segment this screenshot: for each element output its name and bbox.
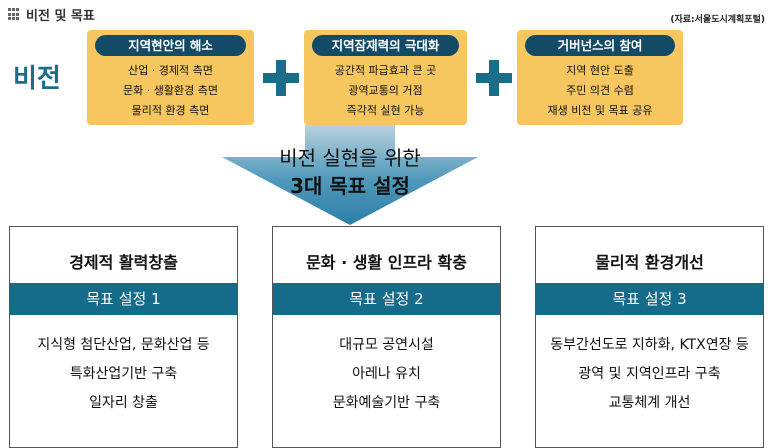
source-note: (자료:서울도시계획포털) [670,15,765,25]
goal-item: 광역 및 지역인프라 구축 [578,366,721,382]
card-line: 즉각적 실현 가능 [346,104,425,117]
arrow-text-line1: 비전 실현을 위한 [279,146,421,170]
goal-box-1: 경제적 활력창출 목표 설정 1 지식형 첨단산업, 문화산업 등 특화산업기반… [9,226,238,448]
goal-item: 동부간선도로 지하화, KTX연장 등 [550,337,749,353]
card-line: 공간적 파급효과 큰 곳 [334,64,437,77]
goal-item: 특화산업기반 구축 [69,366,178,382]
goal-item: 대규모 공연시설 [339,337,434,353]
section-header: 비전 및 목표 [8,5,95,24]
plus-icon [263,60,299,96]
goal-band: 목표 설정 2 [273,283,500,315]
goal-title: 문화 · 생활 인프라 확충 [306,253,467,272]
card-governance: 거버넌스의 참여 지역 현안 도출 주민 의견 수렴 재생 비전 및 목표 공유 [517,30,683,125]
card-title: 지역잠재력의 극대화 [312,35,459,56]
card-line: 광역교통의 거점 [348,84,423,97]
goal-item: 문화예술기반 구축 [332,395,441,411]
card-line: 산업 · 경제적 측면 [128,64,213,77]
goal-item: 일자리 창출 [89,395,158,411]
goal-band: 목표 설정 3 [536,283,763,315]
card-line: 재생 비전 및 목표 공유 [547,104,653,117]
card-line: 문화 · 생활환경 측면 [123,84,218,97]
goal-item: 지식형 첨단산업, 문화산업 등 [37,337,210,353]
down-arrow-icon [222,125,478,225]
goal-band: 목표 설정 1 [10,283,237,315]
arrow-text-line2: 3대 목표 설정 [290,174,410,198]
grid-dots-icon [8,8,21,21]
card-line: 지역 현안 도출 [566,64,634,77]
card-local-issues: 지역현안의 해소 산업 · 경제적 측면 문화 · 생활환경 측면 물리적 환경… [87,30,254,125]
card-title: 거버넌스의 참여 [525,35,675,56]
section-title: 비전 및 목표 [26,9,95,24]
goal-title: 물리적 환경개선 [595,253,704,272]
card-line: 주민 의견 수렴 [566,84,634,97]
card-local-potential: 지역잠재력의 극대화 공간적 파급효과 큰 곳 광역교통의 거점 즉각적 실현 … [304,30,467,125]
card-title: 지역현안의 해소 [95,35,246,56]
vision-label: 비전 [13,64,61,94]
plus-icon [476,60,512,96]
goal-box-3: 물리적 환경개선 목표 설정 3 동부간선도로 지하화, KTX연장 등 광역 … [535,226,764,448]
goal-box-2: 문화 · 생활 인프라 확충 목표 설정 2 대규모 공연시설 아레나 유치 문… [272,226,501,448]
goal-item: 교통체계 개선 [608,395,691,411]
goal-item: 아레나 유치 [352,366,421,382]
goal-title: 경제적 활력창출 [69,253,178,272]
card-line: 물리적 환경 측면 [131,104,210,117]
